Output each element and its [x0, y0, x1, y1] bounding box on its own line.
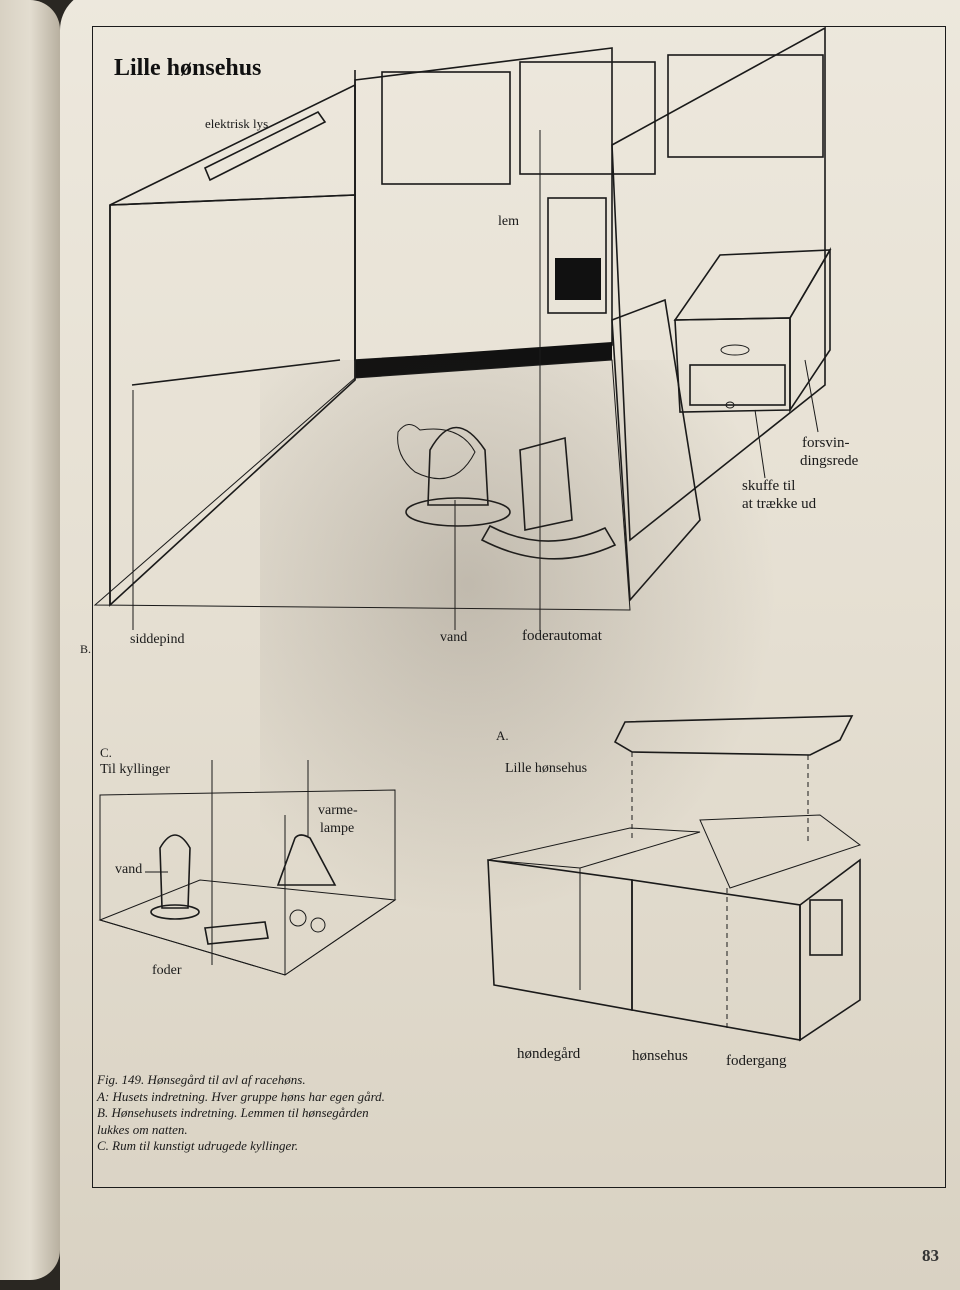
- house-interior-drawing: [93, 26, 832, 630]
- label-elektrisk-lys: elektrisk lys: [205, 116, 269, 131]
- label-honsehus: hønsehus: [632, 1048, 688, 1064]
- book-page: [60, 0, 960, 1290]
- figure-caption: Fig. 149. Hønsegård til avl af racehøns.…: [97, 1072, 427, 1155]
- chick-room-drawing: [98, 760, 397, 976]
- caption-line-4: lukkes om natten.: [97, 1121, 188, 1137]
- label-siddepind: siddepind: [130, 632, 185, 647]
- left-page-edge: [0, 0, 60, 1280]
- label-foder: foder: [152, 963, 182, 978]
- label-varmelampe-2: lampe: [320, 821, 355, 836]
- label-hondegard: høndegård: [517, 1046, 581, 1062]
- label-foderautomat: foderautomat: [522, 628, 602, 644]
- house-overview-drawing: [487, 715, 862, 1042]
- label-varmelampe-1: varme-: [318, 803, 358, 818]
- label-lille-honsehus-a: Lille hønsehus: [505, 761, 588, 776]
- label-section-b: B.: [80, 642, 92, 656]
- label-lem: lem: [498, 214, 519, 229]
- label-til-kyllinger: Til kyllinger: [100, 762, 170, 777]
- label-section-c: C.: [100, 745, 112, 760]
- caption-line-1: Fig. 149. Hønsegård til avl af racehøns.: [97, 1072, 306, 1087]
- label-vand-c: vand: [115, 862, 143, 877]
- label-vand: vand: [440, 630, 468, 645]
- label-forsvindingsrede-1: forsvin-: [802, 435, 850, 451]
- label-skuffe-2: at trække ud: [742, 496, 817, 512]
- page-number: 83: [922, 1246, 939, 1265]
- figure-title: Lille hønsehus: [114, 55, 262, 81]
- caption-line-2: A: Husets indretning. Hver gruppe høns h…: [97, 1088, 385, 1104]
- label-fodergang: fodergang: [726, 1053, 787, 1069]
- label-section-a: A.: [496, 728, 509, 743]
- caption-line-5: C. Rum til kunstigt udrugede kyllinger.: [97, 1138, 299, 1153]
- caption-line-3: B. Hønsehusets indretning. Lemmen til hø…: [97, 1105, 369, 1120]
- label-skuffe-1: skuffe til: [742, 478, 796, 494]
- figure-frame: [92, 26, 946, 1188]
- label-forsvindingsrede-2: dingsrede: [800, 453, 859, 469]
